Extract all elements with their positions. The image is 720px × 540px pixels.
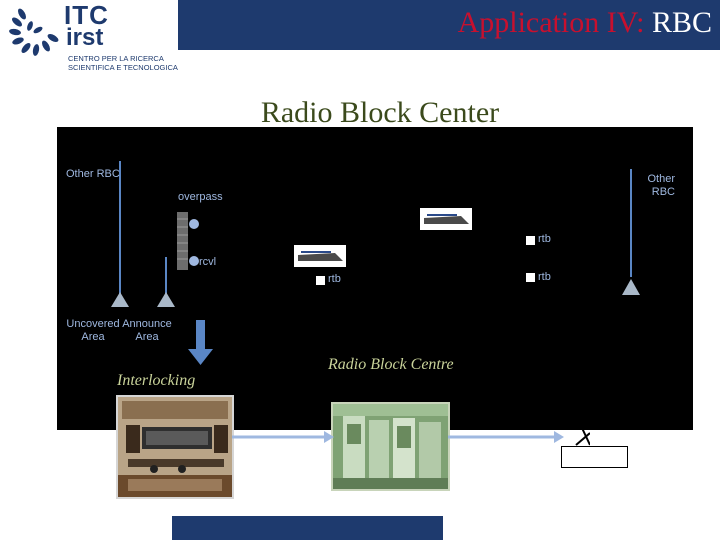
rtb-box: [316, 276, 325, 285]
balise-icon: [189, 256, 199, 266]
page-title: Application IV: RBC: [458, 6, 712, 40]
overpass-structure: [177, 212, 188, 270]
arrow-right-icon: [324, 431, 334, 443]
title-part-rbc: RBC: [651, 6, 712, 39]
label-rtb-left: rtb: [328, 273, 341, 285]
antenna-tower-icon: [622, 279, 640, 295]
arrow-down-icon: [188, 349, 213, 365]
logo-itc: ITC: [64, 0, 109, 30]
antenna-tower-icon: [111, 292, 129, 307]
header-bar: [178, 0, 720, 50]
label-rtb-right-top: rtb: [538, 233, 551, 245]
label-uncovered-area: Uncovered Area: [66, 318, 120, 343]
interlocking-photo: [116, 395, 234, 499]
laurel-wreath-icon: [8, 6, 62, 56]
radio-block-centre-photo: [331, 402, 450, 491]
label-rtb-right-bottom: rtb: [538, 271, 551, 283]
logo-subtitle-2: SCIENTIFICA E TECNOLOGICA: [68, 63, 178, 72]
antenna-tower-icon: [157, 292, 175, 307]
label-announce-area: Announce Area: [122, 318, 172, 343]
flow-arrows: [232, 427, 590, 446]
diagram-graphics: [111, 161, 640, 365]
label-rcvl: rcvl: [199, 256, 217, 268]
label-other-rbc-right: Other RBC: [647, 173, 675, 198]
rbc-diagram: Other RBC overpass rcvl Uncovered Area A…: [57, 127, 693, 430]
title-part-application: Application IV:: [457, 6, 645, 39]
train-icon: [294, 245, 346, 267]
bottom-bar: [172, 516, 443, 540]
balise-icon: [189, 219, 199, 229]
logo-irst: irst: [66, 24, 104, 51]
caption-radio-block-centre: Radio Block Centre: [328, 356, 454, 373]
rtb-box: [526, 236, 535, 245]
label-other-rbc-left: Other RBC: [66, 168, 120, 180]
arrow-right-icon: [554, 431, 564, 443]
slide-title: Radio Block Center: [260, 96, 500, 129]
arrow-down-shaft: [196, 320, 205, 350]
logo-subtitle-1: CENTRO PER LA RICERCA: [68, 54, 164, 63]
train-icon: [420, 208, 472, 230]
small-box: [561, 446, 628, 468]
caption-interlocking: Interlocking: [117, 372, 196, 389]
rtb-box: [526, 273, 535, 282]
label-overpass: overpass: [178, 191, 223, 203]
